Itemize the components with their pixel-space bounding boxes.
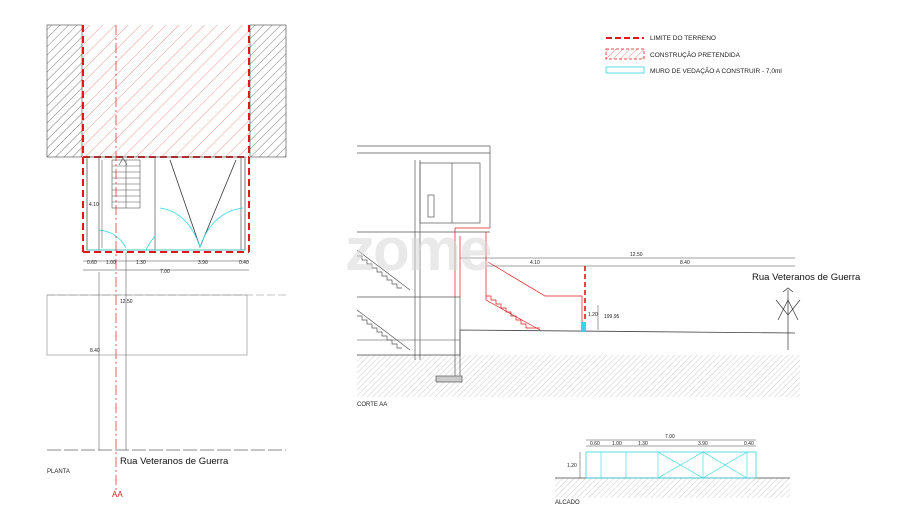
neighbour-left-hatch: [46, 24, 83, 158]
corte-dim-120: 1.20: [588, 312, 598, 318]
planta-dim-total: 7.00: [160, 269, 170, 275]
watermark-logo: zome: [345, 216, 491, 283]
corte-street-name: Rua Veteranos de Guerra: [752, 272, 861, 283]
legend-label-construction: CONSTRUÇÃO PRETENDIDA: [650, 50, 741, 59]
planta-dim-1: 0.60: [87, 260, 97, 266]
alcado-dim-1: 0.60: [590, 441, 600, 447]
alcado-dim-5: 0.40: [744, 441, 754, 447]
legend-swatch-construction: [605, 48, 645, 60]
planta-street-name: Rua Veteranos de Guerra: [120, 456, 229, 467]
planta-dim-840: 8.40: [90, 348, 100, 354]
alcado-dim-height: 1.20: [567, 463, 577, 469]
alcado-dim-2: 1.00: [612, 441, 622, 447]
corte-view: 12.50 4.10 8.40 1.20 199,95 Rua Veterano…: [356, 145, 861, 408]
tree-symbol: [775, 287, 801, 350]
planta-dim-5: 0.40: [239, 260, 249, 266]
corte-dim-840: 8.40: [680, 260, 690, 266]
corte-proposed-structure: [454, 227, 583, 331]
corte-ground-hatch: [357, 355, 800, 397]
stairs: [111, 157, 141, 209]
alcado-dim-total: 7.00: [665, 434, 675, 440]
section-marker-aa: AA: [112, 490, 123, 499]
corte-existing-structure: [356, 145, 491, 383]
dim-height-410: 4.10: [89, 202, 99, 208]
corte-title: CORTE AA: [357, 402, 387, 408]
neighbour-right-hatch: [249, 24, 287, 158]
planta-view: 4.10 0.60 1.00 1.30 3.90 0.40 7.00 12.50…: [46, 24, 287, 499]
alcado-wall-divisions: [600, 451, 748, 479]
corte-ground-line: [357, 329, 796, 356]
legend-swatch-wall: [605, 66, 645, 74]
alcado-dim-3: 1.30: [638, 441, 648, 447]
legend-label-wall: MURO DE VEDAÇÃO A CONSTRUIR - 7,0ml: [650, 66, 782, 75]
planta-dim-2: 1.00: [106, 260, 116, 266]
planta-title: PLANTA: [47, 469, 70, 475]
proposed-construction-hatch: [83, 25, 249, 157]
corte-level: 199,95: [604, 314, 620, 320]
alcado-title: ALCADO: [555, 500, 580, 506]
planta-dim-1250: 12.50: [120, 299, 133, 305]
alcado-wall: [585, 451, 757, 479]
gate-swing-lines: [169, 159, 237, 249]
alcado-ground-hatch: [555, 478, 790, 498]
corte-new-wall: [581, 322, 586, 332]
courtyard-outline: [86, 156, 246, 251]
planta-dim-3: 1.30: [136, 260, 146, 266]
corte-dim-410: 4.10: [530, 260, 540, 266]
planta-dim-4: 3.90: [198, 260, 208, 266]
corte-dim-1250: 12.50: [630, 252, 643, 258]
cyan-door-arcs: [98, 207, 244, 251]
legend: LIMITE DO TERRENO CONSTRUÇÃO PRETENDIDA …: [605, 35, 782, 75]
legend-label-lot-limit: LIMITE DO TERRENO: [650, 35, 716, 42]
neighbour-lower-outline: [46, 294, 248, 356]
alcado-view: 7.00 0.60 1.00 1.30 3.90 0.40 1.20 ALCAD…: [555, 434, 790, 506]
alcado-dim-4: 3.90: [698, 441, 708, 447]
